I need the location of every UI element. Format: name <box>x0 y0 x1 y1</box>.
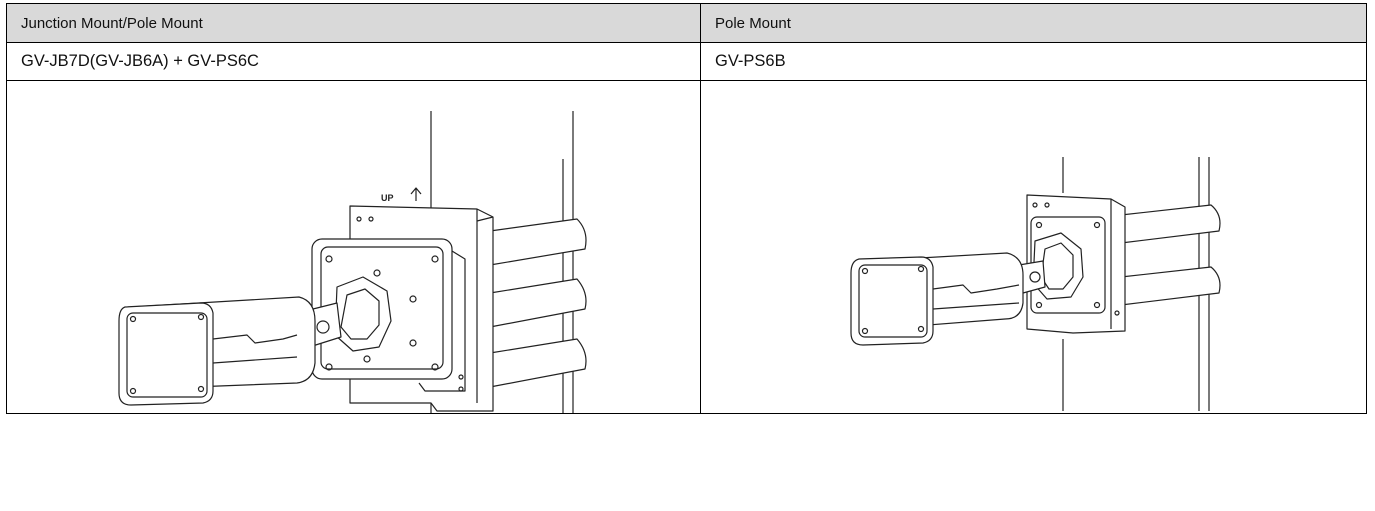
header-cell-pole-mount: Pole Mount <box>700 3 1367 43</box>
mount-options-table: Junction Mount/Pole Mount Pole Mount GV-… <box>6 3 1367 414</box>
up-label: UP <box>381 193 394 203</box>
table-row: GV-JB7D(GV-JB6A) + GV-PS6C GV-PS6B <box>6 42 1367 81</box>
table-header-row: Junction Mount/Pole Mount Pole Mount <box>6 3 1367 43</box>
header-cell-junction-pole-mount: Junction Mount/Pole Mount <box>6 3 701 43</box>
table-row: UP <box>6 80 1367 414</box>
model-cell-pole-mount: GV-PS6B <box>700 42 1367 81</box>
image-cell-pole-mount <box>700 80 1367 414</box>
mount-options-table-wrapper: Junction Mount/Pole Mount Pole Mount GV-… <box>6 3 1367 414</box>
model-cell-junction-pole-mount: GV-JB7D(GV-JB6A) + GV-PS6C <box>6 42 701 81</box>
image-cell-junction-pole-mount: UP <box>6 80 701 414</box>
junction-pole-mount-camera-illustration-icon: UP <box>118 111 587 413</box>
pole-mount-camera-illustration-icon <box>850 157 1221 411</box>
